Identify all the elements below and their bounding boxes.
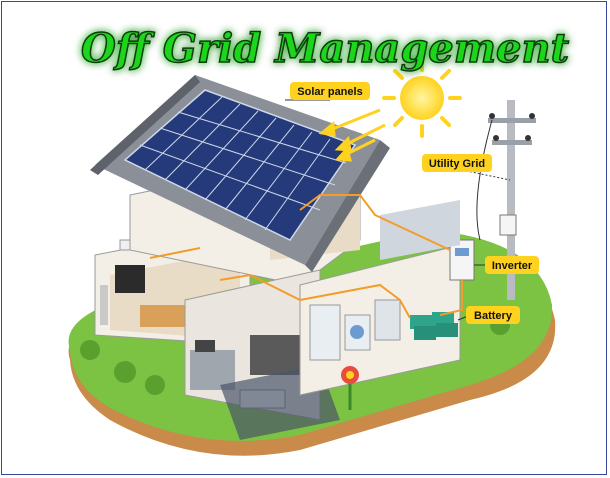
- utility-pole-icon: [476, 100, 536, 300]
- battery-bank-icon: [410, 312, 458, 340]
- battery-label: Battery: [474, 310, 513, 322]
- solar-panels-label: Solar panels: [297, 86, 362, 98]
- label-solar-panels: Solar panels: [285, 82, 370, 101]
- solar-panel-array-icon: [123, 89, 357, 241]
- sunlight-arrows: [318, 108, 386, 162]
- microwave-icon: [195, 340, 215, 352]
- page-title: Off Grid Management: [81, 25, 570, 72]
- bush-icon: [80, 340, 100, 360]
- tv-icon: [115, 265, 145, 293]
- stove-icon: [250, 335, 300, 375]
- flower-icon: [341, 366, 359, 410]
- refrigerator-icon: [309, 304, 341, 361]
- label-inverter: Inverter: [474, 256, 539, 274]
- inverter-label: Inverter: [492, 260, 533, 272]
- sofa-icon: [140, 305, 185, 327]
- washing-machine-icon: [374, 299, 401, 341]
- roof: [90, 75, 390, 272]
- label-utility-grid: Utility Grid: [422, 154, 511, 181]
- meter-box-icon: [499, 214, 517, 236]
- lamp-icon: [100, 285, 108, 325]
- label-battery: Battery: [457, 306, 520, 324]
- bush-icon: [114, 361, 136, 383]
- wiring: [149, 194, 463, 319]
- kitchen-counter: [190, 350, 235, 390]
- sun-icon: [382, 58, 462, 138]
- title-group: Off Grid Management: [80, 24, 570, 73]
- bush-icon: [145, 375, 165, 395]
- utility-grid-label: Utility Grid: [429, 158, 485, 170]
